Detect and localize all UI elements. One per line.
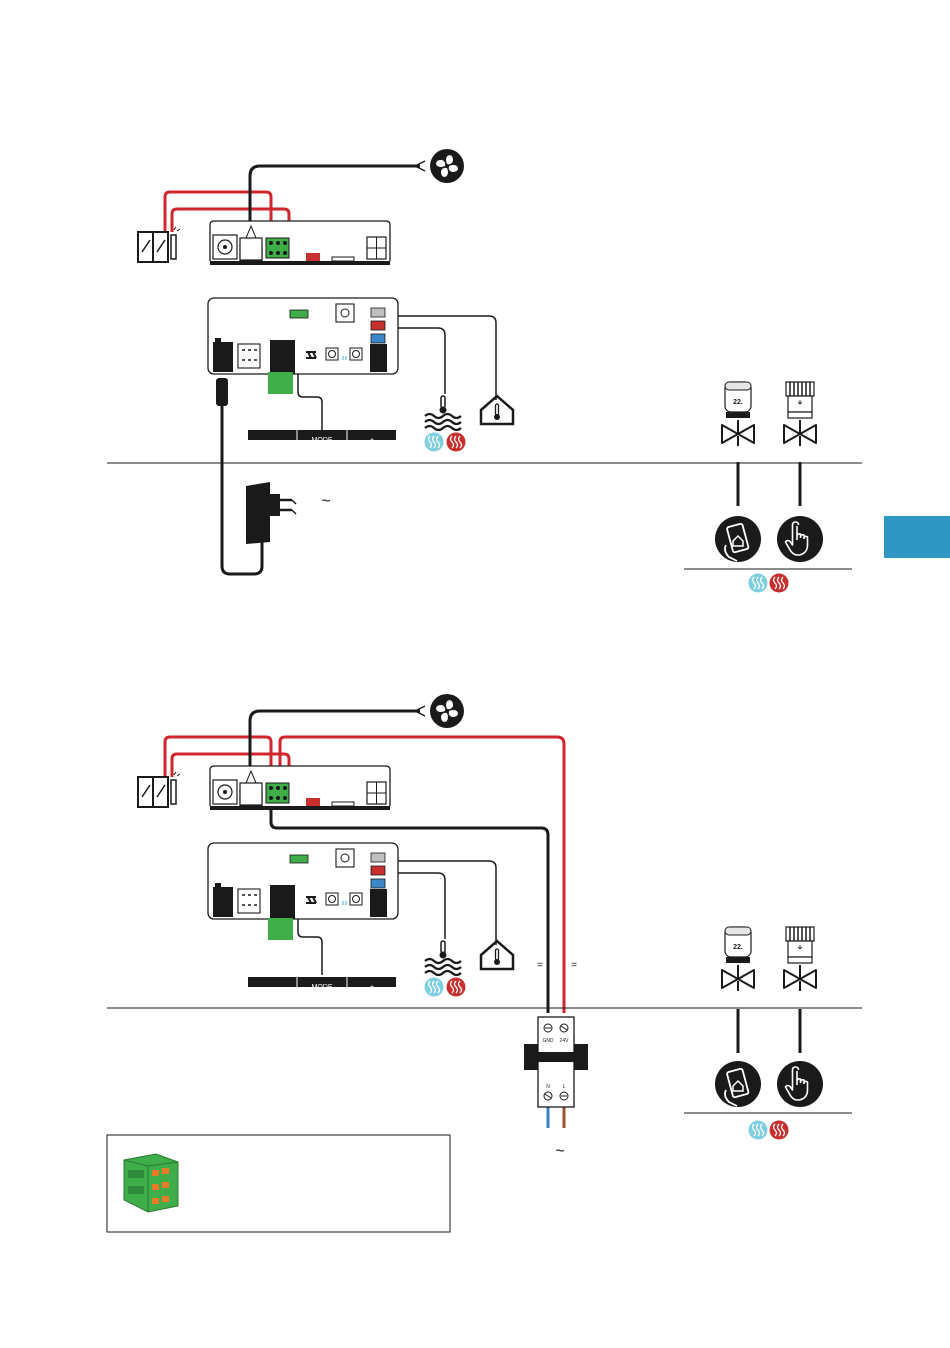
power-adapter-icon (246, 482, 296, 544)
green-terminal-connector-icon (124, 1154, 178, 1212)
cooling-icon (425, 433, 444, 452)
heating-icon (447, 433, 466, 452)
keypad-mode-label: MODE (312, 984, 333, 991)
manual-thermostatic-head-icon (786, 927, 814, 963)
manual-thermostatic-head-icon (786, 382, 814, 418)
heating-icon (770, 1121, 789, 1140)
window-contact-icon (138, 227, 180, 262)
dc-symbol: = (571, 960, 577, 971)
psu-n-label: N (546, 1084, 550, 1090)
keypad-plus-label: + (370, 437, 374, 444)
hand-pointer-icon (777, 516, 823, 562)
smartphone-app-icon (715, 516, 761, 562)
smart-thermostatic-head-icon: 22. (725, 382, 751, 418)
house-temperature-icon (481, 396, 513, 424)
thermostat-display: 22. (733, 944, 743, 951)
smart-thermostatic-head-icon: 22. (725, 927, 751, 963)
diagram-24v-powered: — MODE + = = 22. GND 2 (107, 694, 862, 1232)
terminal-block (268, 372, 293, 394)
smartphone-app-icon (715, 1061, 761, 1107)
water-temperature-icon (425, 396, 461, 430)
cooling-icon (749, 574, 768, 593)
fan-icon (430, 149, 464, 183)
green-terminal-connector-icon (266, 238, 289, 258)
keypad-2: — MODE + (248, 977, 396, 991)
keypad-mode-label: MODE (312, 437, 333, 444)
dc-symbol: = (537, 960, 543, 971)
hand-pointer-icon (777, 1061, 823, 1107)
main-board-bottom (208, 843, 398, 919)
psu-24v-label: 24V (560, 1038, 570, 1044)
main-board-top (210, 221, 390, 265)
thermostat-display: 22. (733, 399, 743, 406)
heating-icon (447, 978, 466, 997)
main-board-top (210, 766, 390, 810)
ac-symbol: ~ (555, 1143, 564, 1160)
keypad-1: — MODE + (248, 430, 396, 444)
psu-l-label: L (563, 1084, 566, 1090)
ac-symbol: ~ (321, 493, 330, 510)
green-terminal-connector-icon (266, 783, 289, 803)
terminal-block (268, 918, 293, 940)
keypad-minus-label: — (270, 437, 277, 444)
heating-icon (770, 574, 789, 593)
fan-icon (430, 694, 464, 728)
cooling-icon (425, 978, 444, 997)
water-temperature-icon (425, 941, 461, 975)
keypad-plus-label: + (370, 984, 374, 991)
cooling-icon (749, 1121, 768, 1140)
keypad-minus-label: — (270, 984, 277, 991)
diagram-battery-powered: — MODE + 22. ~ (107, 149, 862, 593)
psu-gnd-label: GND (542, 1038, 554, 1044)
window-contact-icon (138, 772, 180, 807)
house-temperature-icon (481, 941, 513, 969)
dc-plug (216, 378, 228, 406)
din-rail-power-supply-icon: GND 24V N L (524, 1017, 588, 1107)
main-board-bottom (208, 298, 398, 374)
section-tab (884, 516, 950, 558)
